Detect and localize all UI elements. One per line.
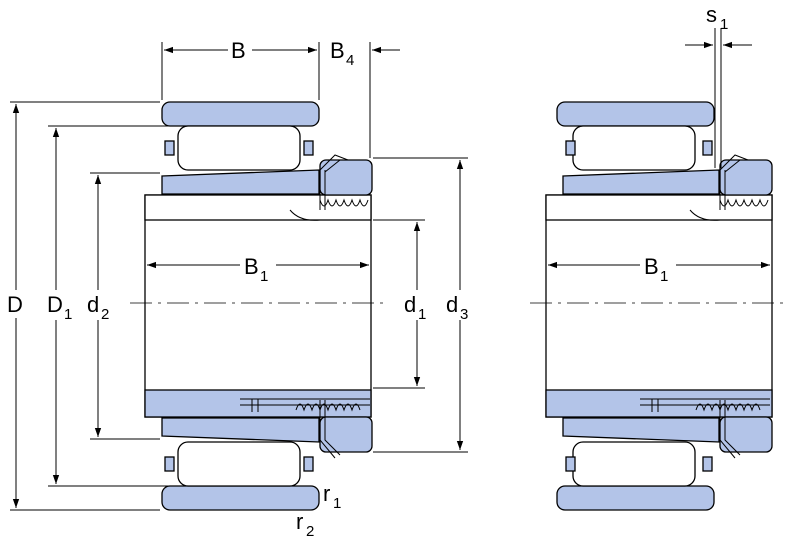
left-lockwasher-top (319, 154, 349, 210)
right-sleeve-body (545, 194, 773, 418)
right-thread-bottom (695, 403, 761, 412)
label-D1: D (47, 292, 63, 317)
right-lockwasher-curve (689, 209, 721, 221)
left-dimensions: D D 1 d 2 d 1 d 3 B B 4 B 1 (4, 38, 480, 540)
left-lockwasher-curve (289, 209, 321, 221)
label-D: D (7, 292, 23, 317)
label-B1-left: B (244, 254, 259, 279)
right-key-bottom (640, 398, 770, 412)
left-roller-bottom (177, 441, 301, 487)
left-outer-ring-top (161, 101, 320, 127)
label-r2: r (296, 509, 303, 534)
label-d3-sub: 3 (460, 306, 468, 323)
left-cage-bottom-r (303, 456, 314, 472)
label-r1-sub: 1 (333, 495, 341, 512)
label-B4: B (330, 38, 345, 63)
right-inner-ring-top (562, 169, 720, 195)
label-d1: d (404, 292, 416, 317)
label-d1-sub: 1 (418, 306, 426, 323)
left-outer-ring-bottom (161, 485, 320, 511)
right-roller-bottom (572, 441, 696, 487)
left-sleeve-body (144, 194, 372, 418)
left-inner-ring-bottom (161, 417, 320, 443)
left-lockwasher-bottom (319, 400, 341, 459)
left-section-view (130, 101, 385, 511)
left-locknut-bottom (319, 416, 373, 453)
left-roller-top (177, 125, 301, 171)
left-key-bottom (240, 398, 370, 412)
right-dimensions: s 1 B 1 (548, 2, 770, 285)
label-s1: s (706, 2, 717, 27)
label-r2-sub: 2 (306, 523, 314, 540)
left-locknut-top (319, 159, 373, 196)
label-B1-right-sub: 1 (660, 268, 668, 285)
left-thread-bottom (295, 403, 361, 412)
right-cage-bottom-r (702, 456, 713, 472)
right-section-view (530, 101, 785, 511)
right-cage-bottom-l (565, 456, 576, 472)
left-cage-top-l (164, 140, 175, 156)
label-d3: d (446, 292, 458, 317)
right-outer-ring-top (556, 101, 715, 127)
left-inner-ring-top (161, 169, 320, 195)
left-cage-top-r (303, 140, 314, 156)
label-d2: d (87, 292, 99, 317)
label-d2-sub: 2 (101, 306, 109, 323)
right-thread-top (719, 198, 769, 207)
right-cage-top-l (565, 140, 576, 156)
right-cage-top-r (702, 140, 713, 156)
right-sleeve-bottom-band (545, 389, 773, 418)
right-locknut-bottom (719, 416, 773, 453)
left-sleeve-top-band (144, 194, 372, 221)
right-sleeve-top-band (545, 194, 773, 221)
left-thread-top (319, 198, 369, 207)
right-inner-ring-bottom (562, 417, 720, 443)
right-locknut-top (719, 159, 773, 196)
label-B1-right: B (644, 254, 659, 279)
right-roller-top (572, 125, 696, 171)
label-B: B (231, 38, 246, 63)
right-lockwasher-top (719, 154, 749, 210)
left-cage-bottom-l (164, 456, 175, 472)
label-s1-sub: 1 (720, 16, 728, 33)
label-B4-sub: 4 (346, 52, 354, 69)
label-B1-left-sub: 1 (260, 268, 268, 285)
label-D1-sub: 1 (64, 306, 72, 323)
right-outer-ring-bottom (556, 485, 715, 511)
right-lockwasher-bottom (719, 400, 741, 459)
label-r1: r (323, 481, 330, 506)
